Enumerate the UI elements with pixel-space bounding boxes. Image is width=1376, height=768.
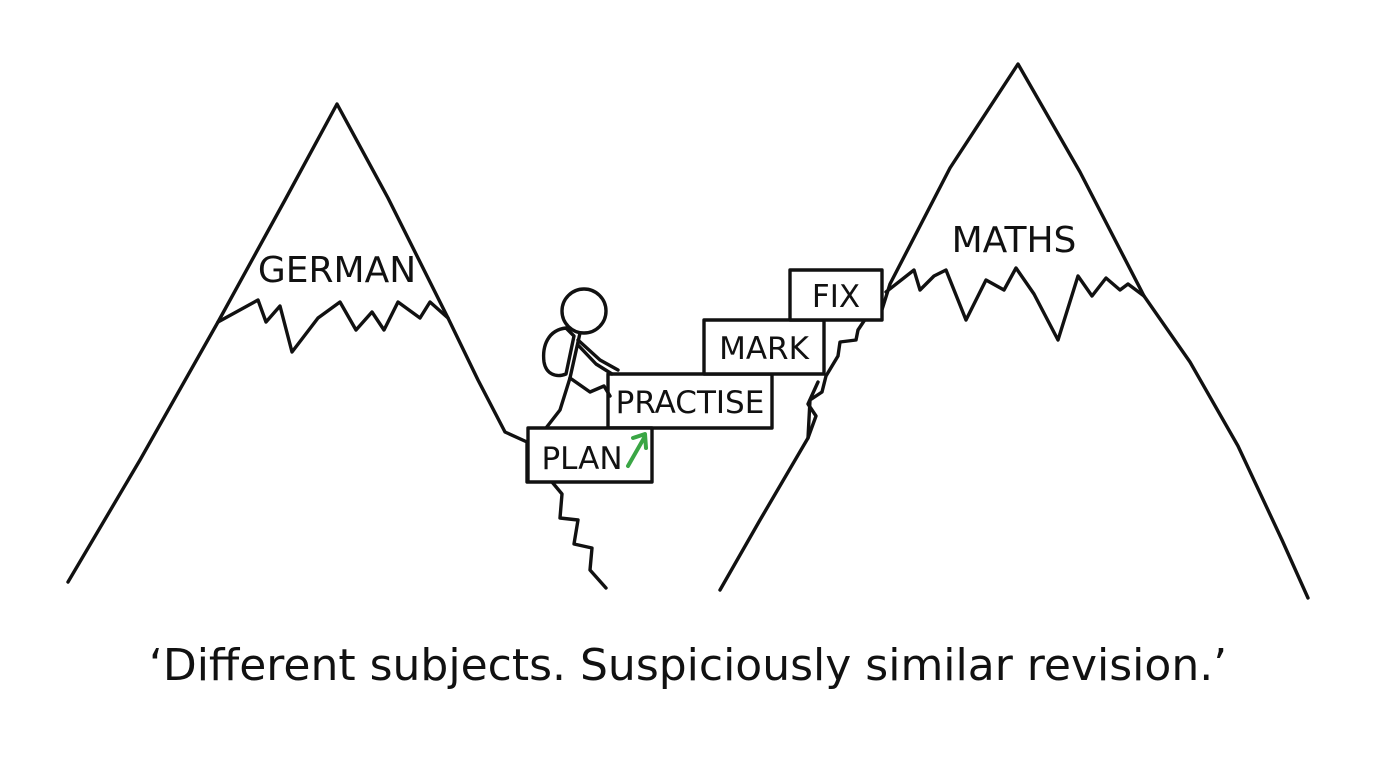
step-fix: FIX: [788, 268, 884, 322]
maths-mountain: MATHS: [718, 62, 1310, 600]
climber-leg-back: [544, 376, 572, 430]
climber-head: [560, 287, 608, 335]
climber-figure: [541, 287, 620, 430]
german-label: GERMAN: [258, 250, 416, 291]
step-mark-label: MARK: [719, 331, 809, 367]
caption-text: ‘Different subjects. Suspiciously simila…: [148, 640, 1228, 691]
step-plan-label: PLAN: [541, 441, 622, 477]
step-mark: MARK: [702, 318, 826, 376]
up-arrow-icon: [626, 432, 648, 468]
step-practise: PRACTISE: [606, 372, 774, 430]
climber-arm-front: [576, 343, 614, 376]
maths-crack-detail: [806, 380, 820, 440]
german-snowline: [216, 298, 450, 354]
step-practise-label: PRACTISE: [616, 385, 765, 421]
step-plan: PLAN: [526, 426, 654, 484]
step-mark-box: [702, 318, 826, 376]
climber-leg-front: [568, 376, 612, 398]
german-mountain: GERMAN: [66, 102, 529, 584]
maths-mountain-outline: [718, 62, 1310, 600]
step-fix-label: FIX: [812, 279, 860, 315]
climber-backpack: [541, 326, 576, 378]
chasm-crack-left: [550, 480, 608, 590]
step-practise-box: [606, 372, 774, 430]
climber-arm-back: [576, 338, 620, 372]
maths-label: MATHS: [952, 220, 1077, 261]
step-fix-box: [788, 268, 884, 322]
german-mountain-outline: [66, 102, 529, 584]
maths-snowline: [884, 266, 1146, 342]
